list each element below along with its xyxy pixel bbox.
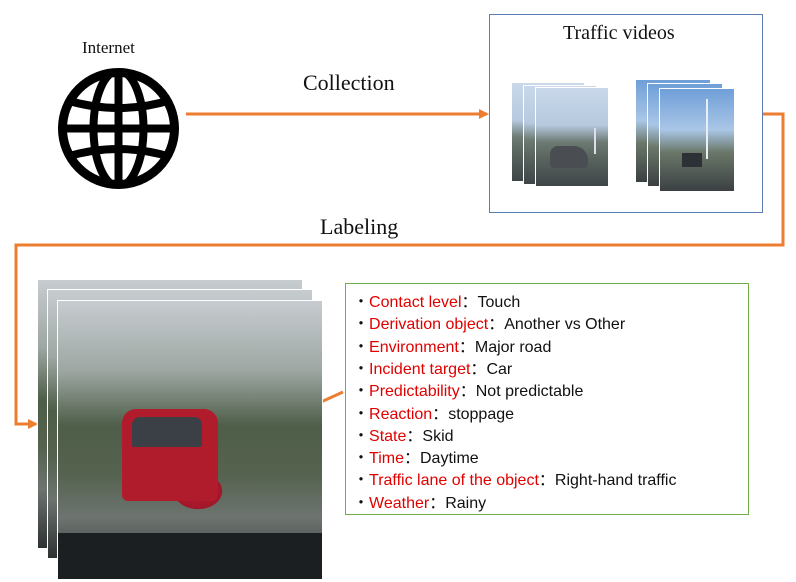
attribute-name: Weather [369, 494, 430, 512]
bullet: ・ [353, 427, 370, 445]
collection-label: Collection [303, 70, 395, 95]
separator: ： [403, 450, 420, 468]
attribute-value: Another vs Other [504, 316, 626, 334]
separator: ： [406, 427, 423, 445]
label-attribute-item: ・Derivation object：Another vs Other [353, 310, 625, 334]
separator: ： [470, 360, 487, 378]
attribute-value: Touch [477, 294, 521, 311]
globe-icon [58, 68, 179, 189]
bullet: ・ [353, 338, 370, 356]
bullet: ・ [353, 450, 370, 468]
bullet: ・ [353, 383, 370, 401]
attribute-name: Contact level [369, 294, 462, 311]
video-frame [58, 301, 322, 579]
separator: ： [538, 472, 555, 490]
label-attribute-item: ・Weather：Rainy [353, 489, 486, 513]
separator: ： [488, 316, 505, 334]
labeling-label: Labeling [320, 214, 399, 239]
bullet: ・ [353, 360, 370, 378]
bullet: ・ [353, 494, 370, 512]
internet-label: Internet [82, 38, 135, 57]
attribute-name: Derivation object [369, 316, 489, 334]
attribute-name: Reaction [369, 405, 433, 423]
label-attributes-box [345, 283, 749, 515]
attribute-value: Rainy [445, 494, 487, 512]
attribute-name: Environment [369, 338, 459, 356]
label-attribute-item: ・Reaction：stoppage [353, 400, 514, 424]
label-attribute-item: ・Time：Daytime [353, 444, 479, 468]
attribute-name: Time [369, 450, 404, 468]
labeling-arrow [14, 112, 785, 429]
attribute-value: Skid [422, 427, 454, 445]
attribute-name: State [369, 427, 407, 445]
label-attribute-item: ・Contact level：Touch [353, 288, 520, 312]
video-frame [536, 88, 608, 186]
separator: ： [458, 338, 475, 356]
label-attribute-item: ・State：Skid [353, 422, 454, 446]
attribute-value: stoppage [448, 405, 515, 423]
separator: ： [459, 383, 476, 401]
separator: ： [461, 294, 478, 311]
attribute-name: Incident target [369, 360, 471, 378]
attribute-value: Not predictable [475, 383, 584, 401]
label-attribute-item: ・Incident target：Car [353, 355, 512, 379]
bullet: ・ [353, 316, 370, 334]
separator: ： [429, 494, 446, 512]
label-attribute-item: ・Traffic lane of the object：Right-hand t… [353, 466, 676, 490]
attribute-value: Daytime [420, 450, 479, 468]
label-attribute-item: ・Environment：Major road [353, 333, 551, 357]
attribute-name: Traffic lane of the object [369, 472, 539, 490]
attribute-value: Car [486, 360, 513, 378]
attribute-value: Right-hand traffic [554, 472, 677, 490]
bullet: ・ [353, 405, 370, 423]
attribute-name: Predictability [369, 383, 460, 401]
label-attribute-item: ・Predictability：Not predictable [353, 377, 583, 401]
bullet: ・ [353, 472, 370, 490]
bullet: ・ [353, 294, 370, 311]
video-frame [660, 89, 734, 191]
separator: ： [432, 405, 449, 423]
attribute-value: Major road [474, 338, 552, 356]
traffic-videos-title: Traffic videos [563, 22, 675, 44]
